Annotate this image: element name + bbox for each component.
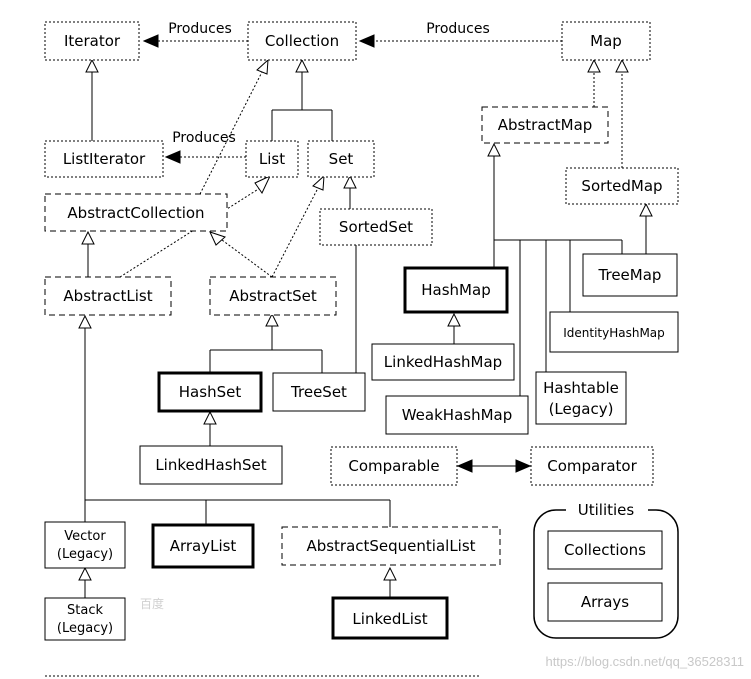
node-sortedmap-label: SortedMap <box>581 177 662 195</box>
implements-collection-arrowhead <box>256 58 269 75</box>
produces-collection-arrowhead <box>358 34 375 48</box>
node-listiterator: ListIterator <box>44 140 164 178</box>
node-sortedmap: SortedMap <box>565 167 679 205</box>
node-abstractmap-label: AbstractMap <box>498 116 593 134</box>
watermark-url: https://blog.csdn.net/qq_36528311 <box>545 654 744 669</box>
node-treemap-label: TreeMap <box>598 266 662 284</box>
inherit-sortedmap-arrowhead <box>639 202 653 217</box>
node-map-label: Map <box>590 32 622 50</box>
node-abstractset-label: AbstractSet <box>229 287 317 305</box>
inherit-abstractset-arrowhead <box>265 312 279 327</box>
node-identityhashmap-label: IdentityHashMap <box>563 326 665 340</box>
node-comparator-label: Comparator <box>547 457 637 475</box>
node-vector-label-line2: (Legacy) <box>57 547 113 562</box>
inherit-abstractlist-arrowhead <box>78 314 92 329</box>
node-comparator: Comparator <box>530 446 654 486</box>
node-set: Set <box>307 140 375 178</box>
node-abstractcollection: AbstractCollection <box>44 193 228 232</box>
node-map: Map <box>561 21 651 61</box>
inherit-hashmap-arrowhead <box>447 312 461 327</box>
node-vector-label-line1: Vector <box>64 529 106 544</box>
node-hashtable: Hashtable (Legacy) <box>535 371 627 425</box>
node-list-label: List <box>259 150 285 168</box>
comparable-arrowhead <box>456 459 473 473</box>
node-abstractsequentiallist: AbstractSequentialList <box>281 526 501 566</box>
comparator-arrowhead <box>515 459 532 473</box>
implements-list-arrowhead <box>254 174 272 194</box>
node-vector: Vector (Legacy) <box>44 521 126 569</box>
node-identityhashmap: IdentityHashMap <box>549 311 679 353</box>
inherit-abstractcollection-arrowhead <box>81 230 95 245</box>
edge-abstractset-abstractcollection <box>221 239 273 278</box>
utilities-group: Utilities Collections Arrays <box>533 500 679 639</box>
node-hashmap-label: HashMap <box>421 281 490 299</box>
inherit-collection-arrowhead <box>295 58 309 73</box>
node-arrays-label: Arrays <box>581 593 629 611</box>
node-comparable-label: Comparable <box>348 457 439 475</box>
node-linkedhashmap: LinkedHashMap <box>371 343 515 381</box>
utilities-title: Utilities <box>578 501 635 519</box>
node-stack: Stack (Legacy) <box>44 597 126 641</box>
node-abstractsequentiallist-label: AbstractSequentialList <box>306 537 475 555</box>
node-list: List <box>245 140 299 178</box>
watermark-logo: 百度 <box>140 596 164 611</box>
produces-label-2: Produces <box>426 21 490 37</box>
node-hashtable-label-line2: (Legacy) <box>549 400 614 418</box>
node-collection-label: Collection <box>265 32 339 50</box>
node-iterator: Iterator <box>44 21 140 61</box>
inherit-abstractmap-arrowhead <box>487 142 501 157</box>
implements-map-arrowhead-left <box>587 58 601 73</box>
node-arrays: Arrays <box>547 582 663 622</box>
node-abstractset: AbstractSet <box>209 276 337 316</box>
produces-label-1: Produces <box>168 21 232 37</box>
inherit-abstractcollection-arrowhead-right <box>209 231 226 246</box>
node-collections: Collections <box>547 530 663 570</box>
node-comparable: Comparable <box>330 446 458 486</box>
inherit-set-arrowhead <box>343 174 357 189</box>
node-linkedhashmap-label: LinkedHashMap <box>384 353 502 371</box>
inherit-vector-arrowhead <box>78 566 92 581</box>
implements-set-arrowhead <box>312 174 325 191</box>
node-linkedlist: LinkedList <box>331 596 449 640</box>
node-stack-label-line1: Stack <box>67 603 103 618</box>
node-hashtable-label-line1: Hashtable <box>543 379 619 397</box>
node-collections-label: Collections <box>564 541 646 559</box>
node-sortedset: SortedSet <box>319 208 433 246</box>
node-weakhashmap-label: WeakHashMap <box>402 406 513 424</box>
node-set-label: Set <box>329 150 354 168</box>
node-iterator-label: Iterator <box>64 32 121 50</box>
node-stack-label-line2: (Legacy) <box>57 621 113 636</box>
node-hashmap: HashMap <box>403 266 509 314</box>
node-listiterator-label: ListIterator <box>63 150 146 168</box>
node-collection: Collection <box>247 21 357 61</box>
node-weakhashmap: WeakHashMap <box>385 395 529 435</box>
produces-iterator-arrowhead <box>142 34 159 48</box>
node-treemap: TreeMap <box>582 253 678 297</box>
node-abstractmap: AbstractMap <box>481 106 609 144</box>
edge-abstractcollection-collection <box>199 71 263 195</box>
node-hashset-label: HashSet <box>179 383 242 401</box>
inherit-iterator-arrowhead <box>85 58 99 73</box>
node-arraylist-label: ArrayList <box>170 537 237 555</box>
node-linkedhashset-label: LinkedHashSet <box>155 456 266 474</box>
node-hashset: HashSet <box>157 371 263 413</box>
node-arraylist: ArrayList <box>151 523 255 569</box>
produces-label-3: Produces <box>172 130 236 146</box>
node-treeset: TreeSet <box>272 372 366 412</box>
inherit-map-arrowhead-right <box>615 58 629 73</box>
edge-abstractset-set <box>271 187 319 278</box>
produces-listiterator-arrowhead <box>164 150 181 164</box>
node-treeset-label: TreeSet <box>290 383 347 401</box>
node-abstractlist-label: AbstractList <box>63 287 152 305</box>
inherit-abstractsequentiallist-arrowhead <box>383 566 397 581</box>
node-abstractlist: AbstractList <box>44 276 172 316</box>
node-linkedhashset: LinkedHashSet <box>139 445 283 485</box>
node-sortedset-label: SortedSet <box>339 218 413 236</box>
node-linkedlist-label: LinkedList <box>352 610 427 628</box>
node-abstractcollection-label: AbstractCollection <box>67 204 204 222</box>
inherit-hashset-arrowhead <box>203 410 217 425</box>
